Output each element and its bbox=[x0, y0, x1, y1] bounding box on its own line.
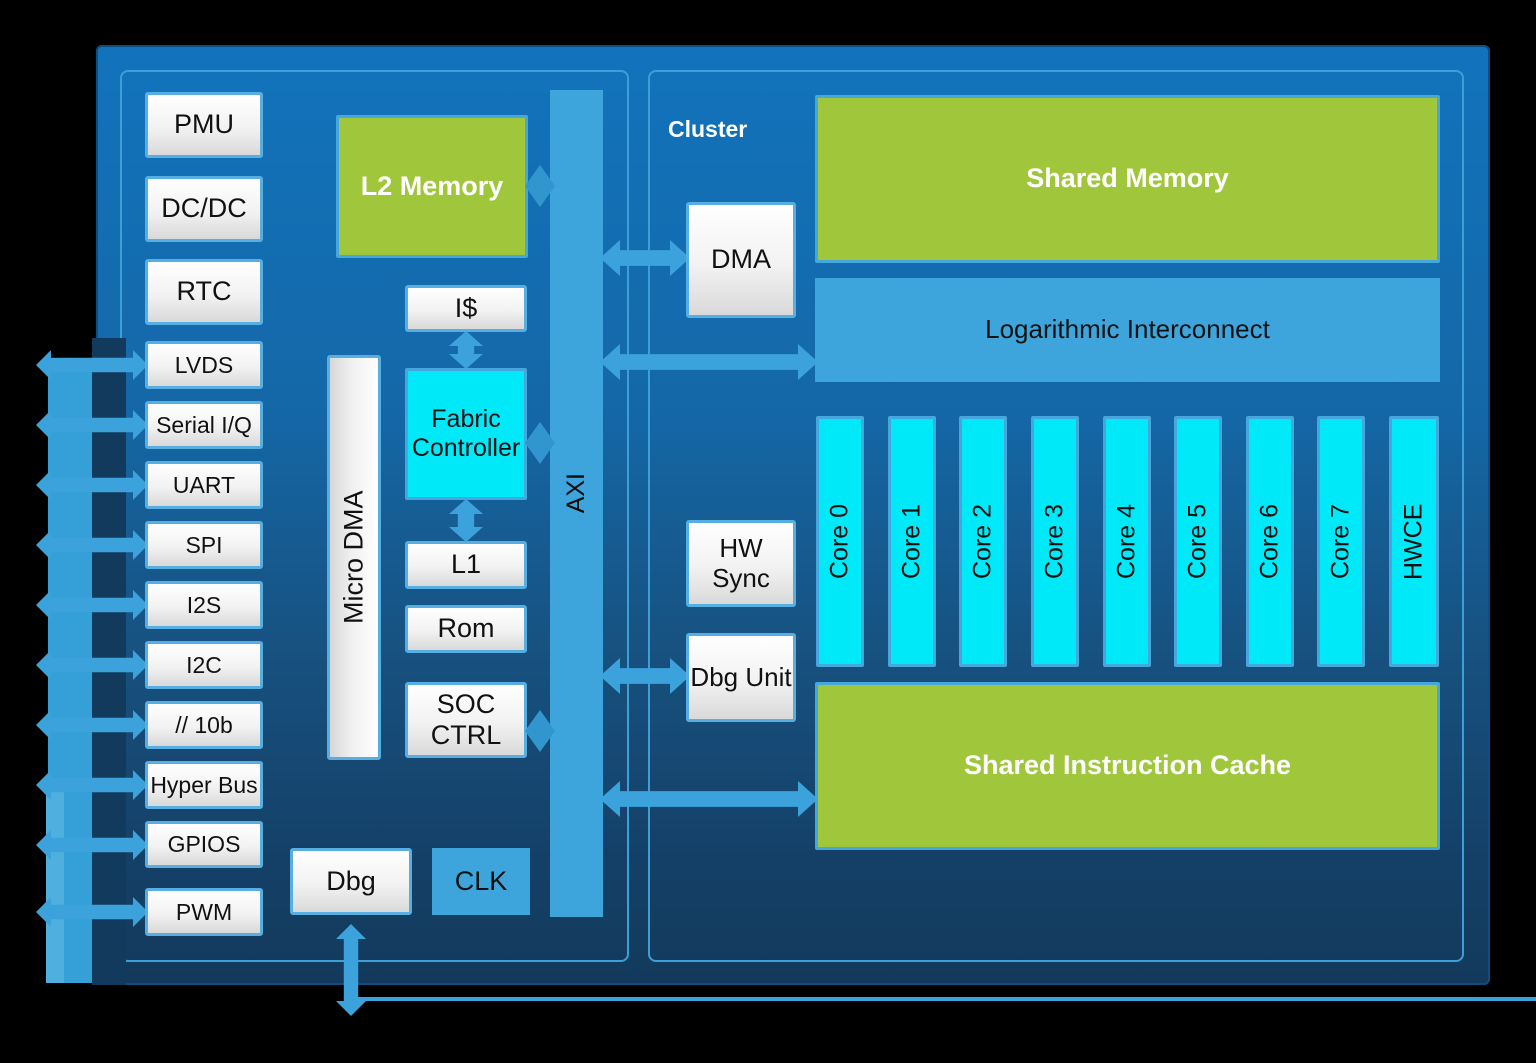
hw-sync-box: HW Sync bbox=[686, 520, 796, 607]
hyperbus-box: Hyper Bus bbox=[145, 761, 263, 809]
hw-sync-label: HW Sync bbox=[712, 532, 770, 593]
core-5-label: Core 5 bbox=[1183, 503, 1212, 580]
dcdc-box: DC/DC bbox=[145, 176, 263, 242]
soc-ctrl-label: SOC CTRL bbox=[430, 688, 502, 750]
core-0-label: Core 0 bbox=[825, 503, 854, 580]
rom-box: Rom bbox=[405, 605, 527, 653]
dbg-unit-box: Dbg Unit bbox=[686, 633, 796, 722]
core-7-box: Core 7 bbox=[1317, 416, 1365, 667]
core-3-label: Core 3 bbox=[1040, 503, 1069, 580]
micro-dma-label: Micro DMA bbox=[338, 490, 369, 625]
i2c-box: I2C bbox=[145, 641, 263, 689]
interconnect-label: Logarithmic Interconnect bbox=[985, 314, 1270, 345]
icache-box: I$ bbox=[405, 285, 527, 332]
core-6-box: Core 6 bbox=[1246, 416, 1294, 667]
serial-iq-box: Serial I/Q bbox=[145, 401, 263, 449]
core-7-label: Core 7 bbox=[1326, 503, 1355, 580]
spi-box: SPI bbox=[145, 521, 263, 569]
cluster-domain-outline bbox=[648, 70, 1464, 962]
rom-label: Rom bbox=[437, 613, 495, 644]
core-1-box: Core 1 bbox=[888, 416, 936, 667]
interconnect-box: Logarithmic Interconnect bbox=[815, 278, 1440, 382]
icache-label: I$ bbox=[454, 292, 478, 323]
cluster-label: Cluster bbox=[668, 116, 748, 142]
soc-ctrl-box: SOC CTRL bbox=[405, 682, 527, 758]
hwce-label: HWCE bbox=[1399, 503, 1428, 580]
parallel-10b-box: // 10b bbox=[145, 701, 263, 749]
cluster-dma-box: DMA bbox=[686, 202, 796, 318]
core-4-box: Core 4 bbox=[1103, 416, 1151, 667]
shared-memory-box: Shared Memory bbox=[815, 95, 1440, 263]
dbg-label: Dbg bbox=[326, 865, 376, 896]
bottom-edge-line bbox=[350, 997, 1536, 1001]
spi-label: SPI bbox=[185, 531, 223, 558]
i2c-label: I2C bbox=[186, 651, 222, 678]
axi-bus-bar bbox=[550, 90, 603, 917]
core-5-box: Core 5 bbox=[1174, 416, 1222, 667]
i2s-box: I2S bbox=[145, 581, 263, 629]
axi-label: AXI bbox=[562, 473, 590, 514]
serial-iq-label: Serial I/Q bbox=[156, 411, 252, 438]
core-4-label: Core 4 bbox=[1112, 503, 1141, 580]
micro-dma-box: Micro DMA bbox=[327, 355, 381, 760]
pwm-label: PWM bbox=[175, 898, 233, 925]
hwce-box: HWCE bbox=[1389, 416, 1439, 667]
core-1-label: Core 1 bbox=[897, 503, 926, 580]
shared-icache-label: Shared Instruction Cache bbox=[963, 750, 1292, 781]
l2-memory-label: L2 Memory bbox=[360, 170, 504, 201]
core-2-box: Core 2 bbox=[959, 416, 1007, 667]
shared-memory-label: Shared Memory bbox=[1026, 163, 1229, 194]
l2-memory-box: L2 Memory bbox=[336, 115, 528, 258]
l1-label: L1 bbox=[450, 549, 482, 580]
core-0-box: Core 0 bbox=[816, 416, 864, 667]
core-6-label: Core 6 bbox=[1255, 503, 1284, 580]
dcdc-label: DC/DC bbox=[161, 193, 247, 224]
fabric-controller-box: Fabric Controller bbox=[405, 368, 527, 500]
fabric-controller-label: Fabric Controller bbox=[411, 405, 521, 462]
dbg-box: Dbg bbox=[290, 848, 412, 915]
lvds-label: LVDS bbox=[174, 351, 234, 378]
l1-box: L1 bbox=[405, 541, 527, 589]
lvds-box: LVDS bbox=[145, 341, 263, 389]
rtc-box: RTC bbox=[145, 259, 263, 325]
core-2-label: Core 2 bbox=[968, 503, 997, 580]
dbg-unit-label: Dbg Unit bbox=[690, 661, 792, 692]
core-3-box: Core 3 bbox=[1031, 416, 1079, 667]
uart-label: UART bbox=[172, 471, 236, 498]
rtc-label: RTC bbox=[176, 276, 232, 307]
hyperbus-label: Hyper Bus bbox=[150, 771, 258, 798]
cluster-dma-label: DMA bbox=[711, 244, 771, 275]
clk-label: CLK bbox=[454, 865, 508, 896]
pmu-box: PMU bbox=[145, 92, 263, 158]
uart-box: UART bbox=[145, 461, 263, 509]
gpios-label: GPIOS bbox=[167, 831, 241, 858]
io-bus-bar-secondary bbox=[46, 785, 64, 983]
i2s-label: I2S bbox=[186, 591, 222, 618]
parallel-10b-label: // 10b bbox=[175, 711, 233, 738]
gpios-box: GPIOS bbox=[145, 821, 263, 868]
shared-icache-box: Shared Instruction Cache bbox=[815, 682, 1440, 850]
pwm-box: PWM bbox=[145, 888, 263, 936]
clk-box: CLK bbox=[432, 848, 530, 915]
pmu-label: PMU bbox=[174, 109, 234, 140]
